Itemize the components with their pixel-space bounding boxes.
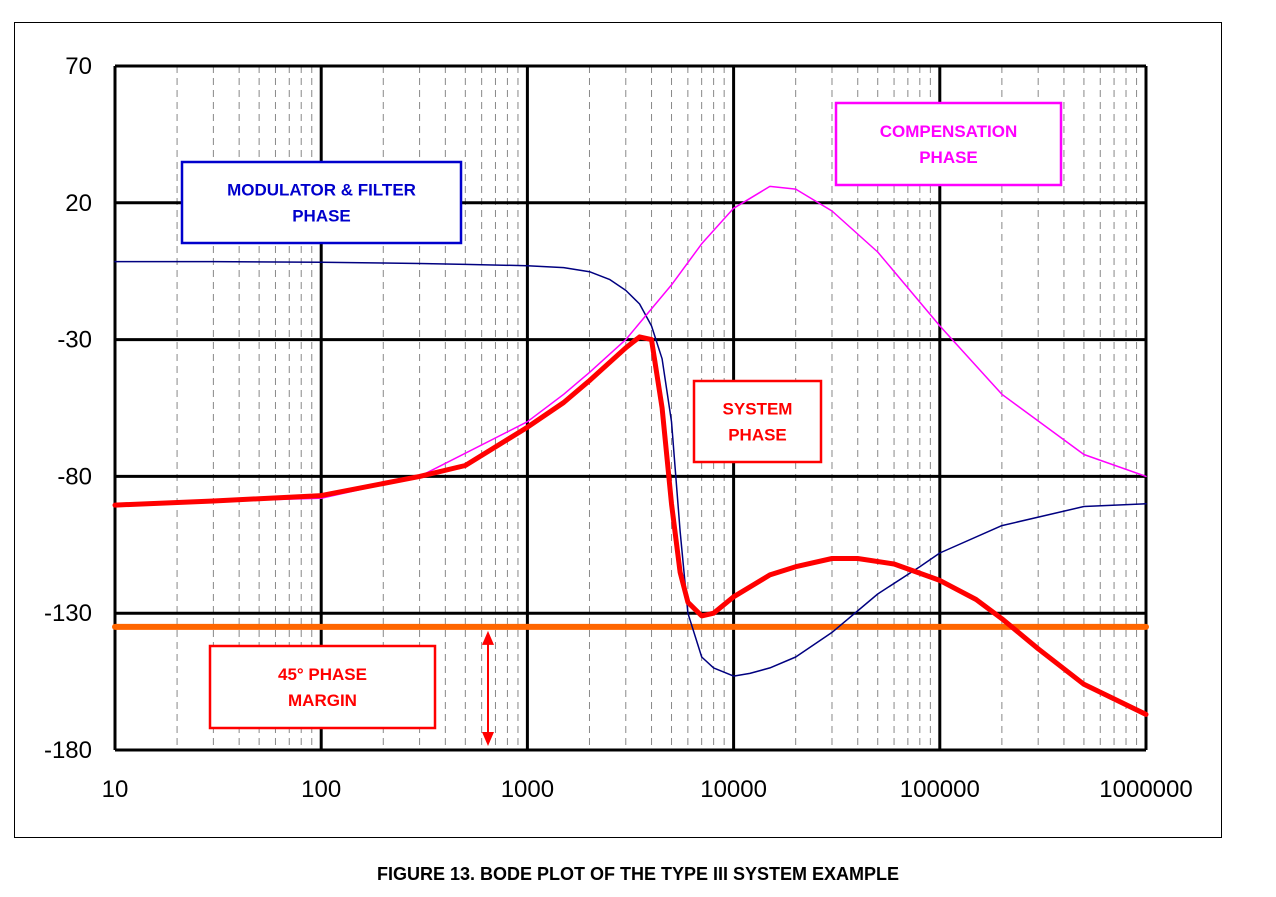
margin-label-text: MARGIN [288,691,357,710]
y-tick-label: 70 [65,53,92,80]
modulator-phase-line [114,260,1147,677]
figure-frame [14,22,1222,838]
tick-labels: 10 100 1000 10000 100000 1000000 70 20 -30 -80 -13… [44,53,1193,803]
compensation-label-box [834,101,1063,187]
system-label-box [692,379,823,464]
x-tick-label: 1000000 [1099,776,1192,803]
margin-arrow-head-down [482,732,494,746]
system-phase-line [112,334,1149,717]
margin-label-text: 45° PHASE [278,665,367,684]
system-label-text: PHASE [728,426,787,445]
system-label-text: SYSTEM [723,400,793,419]
modulator-label-text: MODULATOR & FILTER [227,181,416,200]
compensation-label-text: PHASE [919,148,978,167]
y-tick-label: 20 [65,190,92,217]
modulator-label-box [180,160,463,245]
series-lines [112,185,1149,717]
x-tick-label: 10 [102,776,129,803]
x-tick-label: 10000 [700,776,767,803]
margin-arrow-head-up [482,630,494,645]
x-tick-label: 100 [301,776,341,803]
x-tick-label: 100000 [900,776,980,803]
y-tick-label: -80 [57,463,92,490]
y-tick-label: -130 [44,600,92,627]
x-tick-label: 1000 [501,776,554,803]
compensation-phase-line [114,185,1147,505]
y-tick-label: -30 [57,327,92,354]
compensation-label-text: COMPENSATION [880,122,1018,141]
modulator-label-text: PHASE [292,207,351,226]
figure-caption: FIGURE 13. BODE PLOT OF THE TYPE III SYS… [376,864,900,884]
y-tick-label: -180 [44,737,92,764]
annotations: MODULATOR & FILTER PHASE COMPENSATION PHASE… [180,101,1063,746]
margin-label-box [208,644,437,730]
